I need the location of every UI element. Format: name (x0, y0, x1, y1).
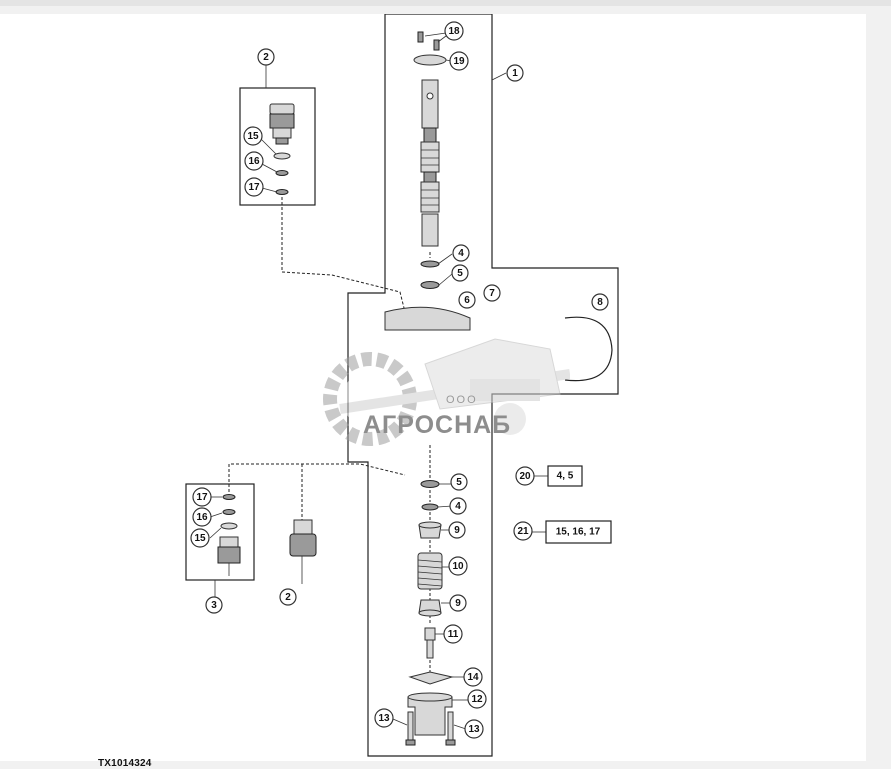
callout-9: 9 (449, 594, 467, 612)
callout-17-text: 17 (196, 492, 208, 503)
callout-15-text: 15 (247, 131, 259, 142)
callout-21: 21 (513, 521, 533, 541)
callout-6-text: 6 (464, 295, 470, 306)
callout-4-text: 4 (458, 248, 464, 259)
legend-box-21 (545, 520, 612, 544)
callout-8: 8 (591, 293, 609, 311)
callout-9-text: 9 (454, 525, 460, 536)
dashed-connector-upper (281, 197, 406, 313)
part-12-cover (407, 692, 453, 736)
callout-18: 18 (444, 21, 464, 41)
callout-21-text: 21 (517, 526, 529, 537)
callout-5: 5 (450, 473, 468, 491)
callout-9-text: 9 (455, 598, 461, 609)
valve-2-upper (269, 103, 295, 195)
part-9-lower-seat (418, 599, 442, 617)
leader-lines (209, 65, 548, 730)
valve-2-upper-box (239, 87, 316, 206)
callout-3: 3 (205, 596, 223, 614)
legend-box-21-text: 15, 16, 17 (556, 527, 601, 538)
valve-2-lower (289, 519, 317, 584)
seal-5-upper (420, 281, 440, 289)
callout-20-text: 20 (519, 471, 531, 482)
part-9-upper-seat (418, 521, 442, 539)
callout-2-text: 2 (285, 592, 291, 603)
part-19-flange (413, 54, 453, 66)
seal-5-lower (420, 480, 440, 488)
callout-5: 5 (451, 264, 469, 282)
callout-7-text: 7 (489, 288, 495, 299)
callout-4-text: 4 (455, 501, 461, 512)
callout-17: 17 (192, 487, 212, 507)
valve-3-lower-box (185, 483, 255, 581)
callout-3-text: 3 (211, 600, 217, 611)
seal-4-upper (420, 260, 440, 268)
spool-assembly (420, 79, 440, 247)
part-18-fitting (417, 31, 447, 51)
callout-layer: 1819121516174567854910911141213131716153… (190, 21, 609, 739)
callout-1: 1 (506, 64, 524, 82)
callout-16: 16 (192, 507, 212, 527)
agrosnab-watermark-logo (323, 338, 570, 446)
callout-18-text: 18 (448, 26, 460, 37)
callout-8-text: 8 (597, 297, 603, 308)
seal-4-lower (421, 503, 439, 511)
valve-3-lower (217, 494, 241, 576)
callout-5-text: 5 (457, 268, 463, 279)
callout-11: 11 (443, 624, 463, 644)
callout-13: 13 (464, 719, 484, 739)
watermark-company: ООО (446, 394, 478, 406)
callout-17: 17 (244, 177, 264, 197)
callout-11-text: 11 (448, 629, 459, 640)
callout-14-text: 14 (467, 672, 479, 683)
callout-9: 9 (448, 521, 466, 539)
callout-1-text: 1 (512, 68, 518, 79)
callout-2-text: 2 (263, 52, 269, 63)
part-10-spring (417, 552, 443, 590)
callout-13: 13 (374, 708, 394, 728)
legend-box-20 (547, 465, 583, 487)
callout-19: 19 (449, 51, 469, 71)
assembly-outline (347, 14, 619, 757)
top-bar (0, 0, 891, 6)
callout-4: 4 (449, 497, 467, 515)
exploded-parts-diagram: 4, 5 15, 16, 17 181912151617456785491091… (185, 14, 619, 757)
callout-13-text: 13 (468, 724, 480, 735)
callout-16: 16 (244, 151, 264, 171)
callout-13-text: 13 (378, 713, 390, 724)
callout-15: 15 (190, 528, 210, 548)
valve-body (384, 306, 471, 331)
callout-12-text: 12 (471, 694, 483, 705)
dashed-connector-lower (228, 463, 406, 492)
callout-2: 2 (279, 588, 297, 606)
callout-15-text: 15 (194, 533, 206, 544)
watermark-brand: АГРОСНАБ (363, 411, 512, 439)
callout-6: 6 (458, 291, 476, 309)
part-14-gasket (408, 671, 454, 685)
callout-4: 4 (452, 244, 470, 262)
callout-16-text: 16 (196, 512, 208, 523)
callout-17-text: 17 (248, 182, 260, 193)
legend-box-20-text: 4, 5 (557, 471, 574, 482)
part-8-ring (564, 316, 613, 382)
callout-5-text: 5 (456, 477, 462, 488)
callout-15: 15 (243, 126, 263, 146)
callout-10-text: 10 (452, 561, 464, 572)
callout-7: 7 (483, 284, 501, 302)
figure-id-label: TX1014324 (98, 758, 152, 769)
callout-12: 12 (467, 689, 487, 709)
callout-10: 10 (448, 556, 468, 576)
callout-16-text: 16 (248, 156, 260, 167)
callout-2: 2 (257, 48, 275, 66)
callout-20: 20 (515, 466, 535, 486)
part-13-bolts (405, 711, 456, 746)
callout-14: 14 (463, 667, 483, 687)
part-11-plunger (424, 627, 436, 659)
callout-19-text: 19 (453, 56, 465, 67)
